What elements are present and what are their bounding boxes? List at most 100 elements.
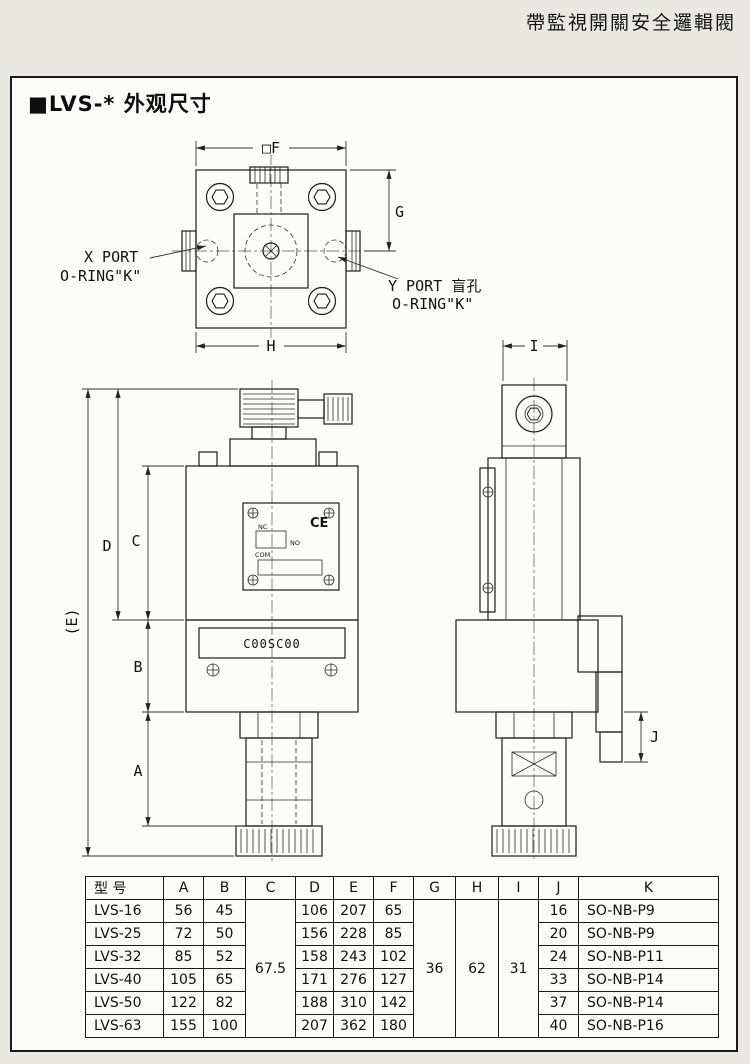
dim-J: J: [624, 711, 659, 763]
table-cell: 24: [538, 945, 579, 969]
table-cell: 127: [373, 968, 414, 992]
table-cell: SO-NB-P9: [578, 899, 719, 923]
column-header: K: [578, 876, 719, 900]
table-cell: 106: [295, 899, 334, 923]
column-header: E: [333, 876, 374, 900]
x-port-label: X PORT: [84, 248, 138, 266]
column-header: H: [455, 876, 499, 900]
column-header: A: [163, 876, 204, 900]
model-cell: LVS-25: [85, 922, 164, 946]
label-plate: [242, 502, 340, 591]
table-cell: 207: [295, 1014, 334, 1038]
side-plate: [479, 467, 496, 613]
dim-I: I: [502, 337, 568, 381]
dim-G: G: [350, 169, 404, 252]
dim-label-d: D: [102, 537, 111, 555]
nc-label: NC: [258, 523, 268, 531]
table-cell: SO-NB-P14: [578, 968, 719, 992]
table-cell: 100: [203, 1014, 246, 1038]
nameplate: [198, 627, 346, 659]
table-cell: 50: [203, 922, 246, 946]
model-cell: LVS-50: [85, 991, 164, 1015]
dim-label-i: I: [529, 337, 538, 355]
dim-D: D: [102, 389, 184, 621]
side-view: [455, 378, 623, 862]
dim-C: C: [131, 465, 184, 620]
dim-label-e: (E): [63, 608, 81, 635]
top-view: [172, 152, 372, 342]
y-port-label: Y PORT 盲孔: [388, 277, 481, 295]
nameplate-text: C00SC00: [243, 637, 301, 651]
x-port-oring-label: O-RING"K": [60, 267, 141, 285]
table-cell: 310: [333, 991, 374, 1015]
y-port-callout: Y PORT 盲孔 O-RING"K": [337, 256, 481, 313]
table-cell: 33: [538, 968, 579, 992]
dim-H: H: [195, 332, 347, 355]
table-cell: SO-NB-P14: [578, 991, 719, 1015]
table-cell: 16: [538, 899, 579, 923]
table-cell: 56: [163, 899, 204, 923]
column-header: G: [413, 876, 456, 900]
model-cell: LVS-32: [85, 945, 164, 969]
dim-label-c: C: [131, 532, 140, 550]
table-cell-merged-G: 36: [413, 899, 456, 1038]
dim-label-b: B: [133, 658, 142, 676]
model-cell: LVS-16: [85, 899, 164, 923]
table-cell: 142: [373, 991, 414, 1015]
switch-schematic: [255, 530, 287, 549]
table-cell: SO-NB-P16: [578, 1014, 719, 1038]
table-cell: 102: [373, 945, 414, 969]
column-header: F: [373, 876, 414, 900]
column-header: J: [538, 876, 579, 900]
table-cell: 82: [203, 991, 246, 1015]
cartridge-thread: [245, 737, 313, 827]
table-cell-merged-I: 31: [498, 899, 539, 1038]
table-cell: 207: [333, 899, 374, 923]
table-cell: 171: [295, 968, 334, 992]
table-cell: 362: [333, 1014, 374, 1038]
model-cell: LVS-63: [85, 1014, 164, 1038]
table-cell: SO-NB-P9: [578, 922, 719, 946]
page-header-title: 帶監視開關安全邏輯閥: [525, 12, 736, 34]
column-header: B: [203, 876, 246, 900]
no-label: NO: [290, 539, 300, 547]
column-header: 型 号: [85, 876, 164, 900]
dim-label-g: G: [395, 203, 404, 221]
dim-label-j: J: [650, 728, 659, 746]
table-cell: 180: [373, 1014, 414, 1038]
cable-gland: [323, 393, 353, 425]
table-cell: 155: [163, 1014, 204, 1038]
table-cell: 276: [333, 968, 374, 992]
com-label: COM: [255, 551, 270, 559]
table-cell: 228: [333, 922, 374, 946]
dim-label-a: A: [133, 762, 142, 780]
column-header: C: [245, 876, 296, 900]
table-cell: 85: [373, 922, 414, 946]
dim-A: A: [133, 712, 244, 827]
side-bottom-nut: [491, 825, 577, 857]
dim-E: (E): [63, 388, 238, 857]
ce-mark: CE: [310, 516, 328, 531]
connector-top-view: [249, 166, 289, 184]
table-cell: 105: [163, 968, 204, 992]
table-cell: 158: [295, 945, 334, 969]
table-cell-merged-H: 62: [455, 899, 499, 1038]
dim-label-h: H: [266, 337, 275, 355]
table-cell: SO-NB-P11: [578, 945, 719, 969]
din-connector: [239, 388, 299, 428]
table-cell: 40: [538, 1014, 579, 1038]
side-plate-screws: [482, 486, 494, 594]
table-cell: 45: [203, 899, 246, 923]
table-cell: 188: [295, 991, 334, 1015]
bottom-nut: [235, 825, 323, 857]
cartridge-hex: [239, 711, 319, 739]
